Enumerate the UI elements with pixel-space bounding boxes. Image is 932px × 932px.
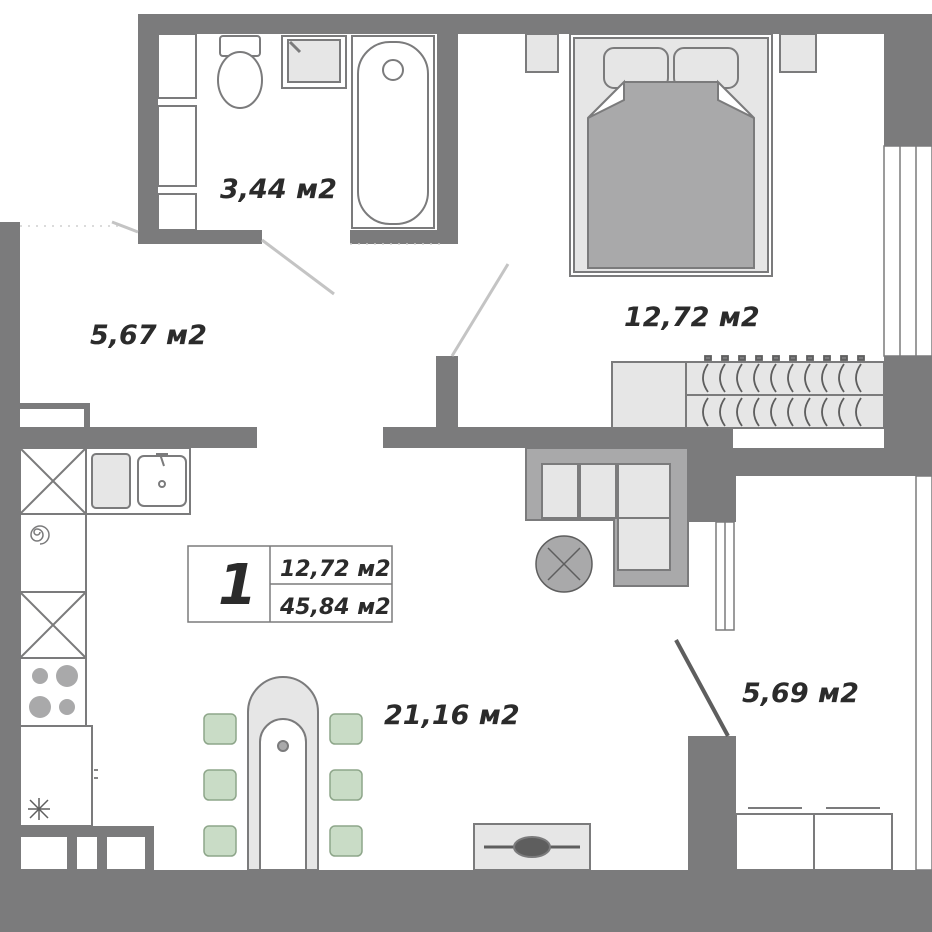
chair-icon bbox=[329, 825, 363, 857]
hanger-mark bbox=[753, 363, 760, 393]
bottom-left-shelves bbox=[19, 835, 147, 871]
hanger-mark bbox=[804, 397, 811, 427]
hanger-hook bbox=[738, 355, 746, 361]
bed-icon bbox=[569, 33, 773, 277]
bedroom-area-label: 12,72 м2 bbox=[624, 302, 760, 333]
hanger-hook bbox=[721, 355, 729, 361]
hanger-mark bbox=[736, 397, 743, 427]
chair-icon bbox=[329, 769, 363, 801]
balcony-area-label: 5,69 м2 bbox=[742, 678, 859, 709]
toilet-icon bbox=[217, 35, 263, 109]
hanger-mark bbox=[855, 363, 862, 393]
doors bbox=[111, 220, 510, 357]
hanger-mark bbox=[753, 397, 760, 427]
hanger-mark bbox=[855, 397, 862, 427]
entry-door-mark bbox=[111, 220, 139, 234]
bedroom-door bbox=[450, 263, 510, 357]
hanger-hook bbox=[789, 355, 797, 361]
dining-chairs bbox=[203, 713, 363, 857]
wardrobe-hangers bbox=[702, 355, 865, 427]
hanger-mark bbox=[838, 397, 845, 427]
sofa-icon bbox=[525, 447, 689, 587]
hanger-hook bbox=[840, 355, 848, 361]
hanger-mark bbox=[770, 363, 777, 393]
hanger-mark bbox=[787, 397, 794, 427]
hanger-mark bbox=[702, 363, 709, 393]
wardrobe bbox=[611, 361, 885, 429]
kitchen-sink-icon bbox=[85, 447, 191, 515]
balcony-door bbox=[674, 521, 735, 737]
hanger-mark bbox=[821, 397, 828, 427]
hanger-mark bbox=[787, 363, 794, 393]
walls bbox=[0, 14, 932, 932]
hall-outline bbox=[20, 225, 446, 245]
hanger-mark bbox=[838, 363, 845, 393]
bathroom-door bbox=[261, 238, 335, 296]
summary-living-area: 12,72 м2 bbox=[280, 557, 391, 582]
hanger-mark bbox=[736, 363, 743, 393]
dining-table-icon bbox=[247, 676, 319, 871]
hanger-hook bbox=[823, 355, 831, 361]
nightstand-left bbox=[525, 33, 559, 73]
chair-icon bbox=[203, 769, 237, 801]
bathroom-shelves bbox=[157, 33, 197, 231]
living-area-label: 21,16 м2 bbox=[384, 700, 520, 731]
bathtub-icon bbox=[351, 35, 435, 229]
spiral-icon bbox=[30, 525, 50, 545]
hanger-hook bbox=[772, 355, 780, 361]
hanger-hook bbox=[755, 355, 763, 361]
hanger-mark bbox=[719, 363, 726, 393]
windows bbox=[883, 145, 932, 871]
tv-stand-icon bbox=[473, 823, 591, 871]
sink-icon bbox=[281, 35, 347, 89]
chair-icon bbox=[203, 825, 237, 857]
hanger-hook bbox=[806, 355, 814, 361]
chair-icon bbox=[329, 713, 363, 745]
hanger-mark bbox=[702, 397, 709, 427]
hanger-mark bbox=[719, 397, 726, 427]
bathroom-area-label: 3,44 м2 bbox=[220, 174, 337, 205]
hanger-hook bbox=[704, 355, 712, 361]
nightstand-right bbox=[779, 33, 817, 73]
hanger-hook bbox=[857, 355, 865, 361]
hanger-mark bbox=[821, 363, 828, 393]
stove-icon bbox=[29, 665, 78, 718]
balcony-cabinets bbox=[735, 807, 893, 871]
rooms-count: 1 bbox=[218, 553, 257, 618]
hanger-mark bbox=[770, 397, 777, 427]
hallway-area-label: 5,67 м2 bbox=[90, 320, 207, 351]
coffee-table-icon bbox=[535, 535, 593, 593]
chair-icon bbox=[203, 713, 237, 745]
summary-total-area: 45,84 м2 bbox=[279, 595, 391, 620]
summary-box bbox=[187, 545, 393, 623]
fridge-icon bbox=[28, 769, 98, 820]
hanger-mark bbox=[804, 363, 811, 393]
kitchen-counter bbox=[19, 447, 93, 827]
